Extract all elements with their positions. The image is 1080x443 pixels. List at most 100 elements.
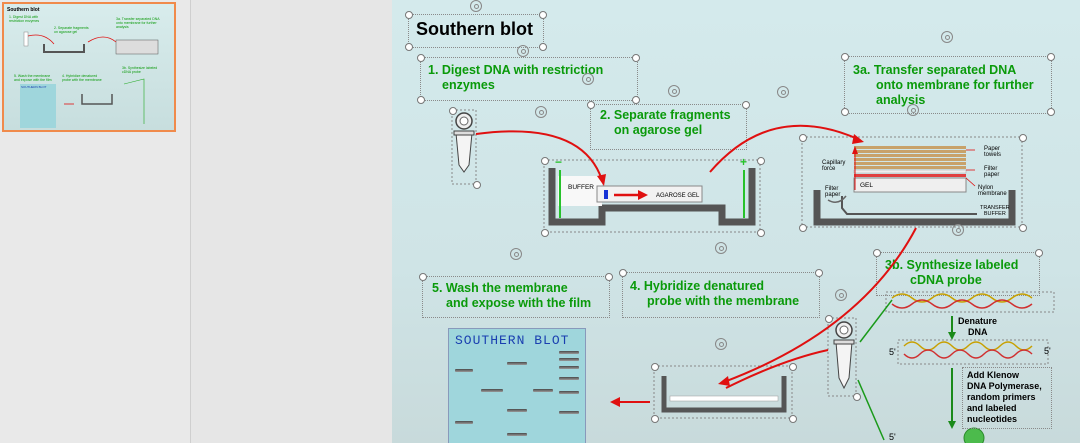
resize-handle[interactable] (632, 54, 640, 62)
step3b-selection-box[interactable] (876, 252, 1040, 296)
paper-towels-label: Paper towels (984, 146, 1001, 158)
resize-handle[interactable] (587, 101, 595, 109)
resize-handle[interactable] (539, 43, 547, 51)
resize-handle[interactable] (789, 363, 797, 371)
editor-margin (191, 0, 391, 443)
slide-canvas[interactable]: Southern blot 1. Digest DNA with restric… (392, 0, 1080, 443)
agarose-gel-label: AGAROSE GEL (656, 193, 700, 199)
resize-handle[interactable] (541, 157, 549, 165)
rotate-handle-icon[interactable] (952, 224, 964, 236)
resize-handle[interactable] (1047, 53, 1055, 61)
rotate-handle-icon[interactable] (510, 248, 522, 260)
resize-handle[interactable] (541, 229, 549, 237)
resize-handle[interactable] (841, 53, 849, 61)
resize-handle[interactable] (405, 11, 413, 19)
transfer-apparatus[interactable] (801, 136, 1023, 228)
resize-handle[interactable] (841, 108, 849, 116)
blot-band (559, 366, 579, 369)
resize-handle[interactable] (799, 134, 807, 142)
blot-band (507, 433, 527, 436)
slide-thumbnail-1[interactable]: Southern blot 1. Digest DNA with restric… (2, 2, 176, 132)
blot-band (455, 421, 473, 424)
step3b-text[interactable]: 3b. Synthesize labeled cDNA probe (885, 258, 1018, 288)
resize-handle[interactable] (742, 101, 750, 109)
resize-handle[interactable] (757, 157, 765, 165)
transfer-buffer-line1: TRANSFER (980, 205, 1010, 211)
resize-handle[interactable] (1019, 224, 1027, 232)
resize-handle[interactable] (853, 393, 861, 401)
step4-text[interactable]: 4. Hybridize denatured probe with the me… (630, 279, 799, 309)
step1-text[interactable]: 1. Digest DNA with restriction enzymes (428, 63, 603, 93)
resize-handle[interactable] (449, 107, 457, 115)
filter-paper-left-line2: paper (825, 192, 841, 198)
rotate-handle-icon[interactable] (907, 104, 919, 116)
sample-tube-1[interactable] (451, 109, 477, 185)
thumbnail-step1: 1. Digest DNA with restriction enzymes (9, 15, 40, 23)
step2-line2: on agarose gel (614, 123, 703, 137)
resize-handle[interactable] (473, 181, 481, 189)
resize-handle[interactable] (539, 11, 547, 19)
diagram-graphics (451, 109, 1055, 443)
hybridization-tray[interactable] (653, 365, 793, 419)
slide-title[interactable]: Southern blot (416, 19, 533, 39)
resize-handle[interactable] (825, 315, 833, 323)
step4-line2: probe with the membrane (647, 294, 800, 308)
transfer-gel-label: GEL (860, 182, 874, 189)
step3a-text[interactable]: 3a. Transfer separated DNA onto membrane… (853, 63, 1034, 108)
probe-tube[interactable] (827, 317, 857, 397)
step4-selection-box[interactable] (622, 272, 820, 318)
step5-selection-box[interactable] (422, 276, 610, 318)
resize-handle[interactable] (1019, 134, 1027, 142)
step2-text[interactable]: 2. Separate fragments on agarose gel (600, 108, 731, 138)
rotate-handle-icon[interactable] (517, 45, 529, 57)
step5-line1: 5. Wash the membrane (432, 281, 568, 295)
klenow-instructions[interactable]: Add Klenow DNA Polymerase, random primer… (967, 370, 1042, 425)
rotate-handle-icon[interactable] (668, 85, 680, 97)
resize-handle[interactable] (605, 273, 613, 281)
paper-towels-line1: Paper (984, 146, 1001, 152)
slide-thumbnail-pane: Southern blot 1. Digest DNA with restric… (0, 0, 191, 443)
rotate-handle-icon[interactable] (535, 106, 547, 118)
resize-handle[interactable] (1047, 108, 1055, 116)
resize-handle[interactable] (405, 43, 413, 51)
resize-handle[interactable] (815, 269, 823, 277)
resize-handle[interactable] (1035, 249, 1043, 257)
resize-handle[interactable] (632, 96, 640, 104)
rotate-handle-icon[interactable] (715, 338, 727, 350)
southern-blot-film[interactable]: SOUTHERN BLOT (448, 328, 586, 443)
step3a-selection-box[interactable] (844, 56, 1052, 114)
rotate-handle-icon[interactable] (835, 289, 847, 301)
step3a-line3: analysis (876, 93, 926, 107)
electrode-minus: − (555, 155, 563, 169)
title-selection-box[interactable] (408, 14, 544, 48)
rotate-handle-icon[interactable] (470, 0, 482, 12)
resize-handle[interactable] (417, 96, 425, 104)
buffer-label: BUFFER (568, 184, 594, 191)
rotate-handle-icon[interactable] (777, 86, 789, 98)
resize-handle[interactable] (651, 363, 659, 371)
rotate-handle-icon[interactable] (582, 73, 594, 85)
rotate-handle-icon[interactable] (941, 31, 953, 43)
resize-handle[interactable] (417, 54, 425, 62)
thumbnail-blot: SOUTHERN BLOT (20, 84, 56, 128)
step2-selection-box[interactable] (590, 104, 747, 150)
step1-line1: 1. Digest DNA with restriction (428, 63, 604, 77)
resize-handle[interactable] (419, 273, 427, 281)
klenow-line4: and labeled (967, 403, 1017, 413)
gel-electrophoresis-box[interactable] (543, 159, 761, 233)
rotate-handle-icon[interactable] (715, 242, 727, 254)
step1-selection-box[interactable] (420, 57, 638, 101)
resize-handle[interactable] (789, 415, 797, 423)
klenow-selection-box[interactable] (962, 367, 1052, 429)
step5-line2: and expose with the film (446, 296, 592, 310)
step3a-line2: onto membrane for further (876, 78, 1034, 92)
step5-text[interactable]: 5. Wash the membrane and expose with the… (432, 281, 591, 311)
electrode-plus: + (740, 155, 748, 169)
klenow-line5: nucleotides (967, 414, 1018, 424)
resize-handle[interactable] (651, 415, 659, 423)
paper-towels-line2: towels (984, 152, 1002, 158)
resize-handle[interactable] (757, 229, 765, 237)
resize-handle[interactable] (799, 224, 807, 232)
resize-handle[interactable] (873, 249, 881, 257)
resize-handle[interactable] (619, 269, 627, 277)
